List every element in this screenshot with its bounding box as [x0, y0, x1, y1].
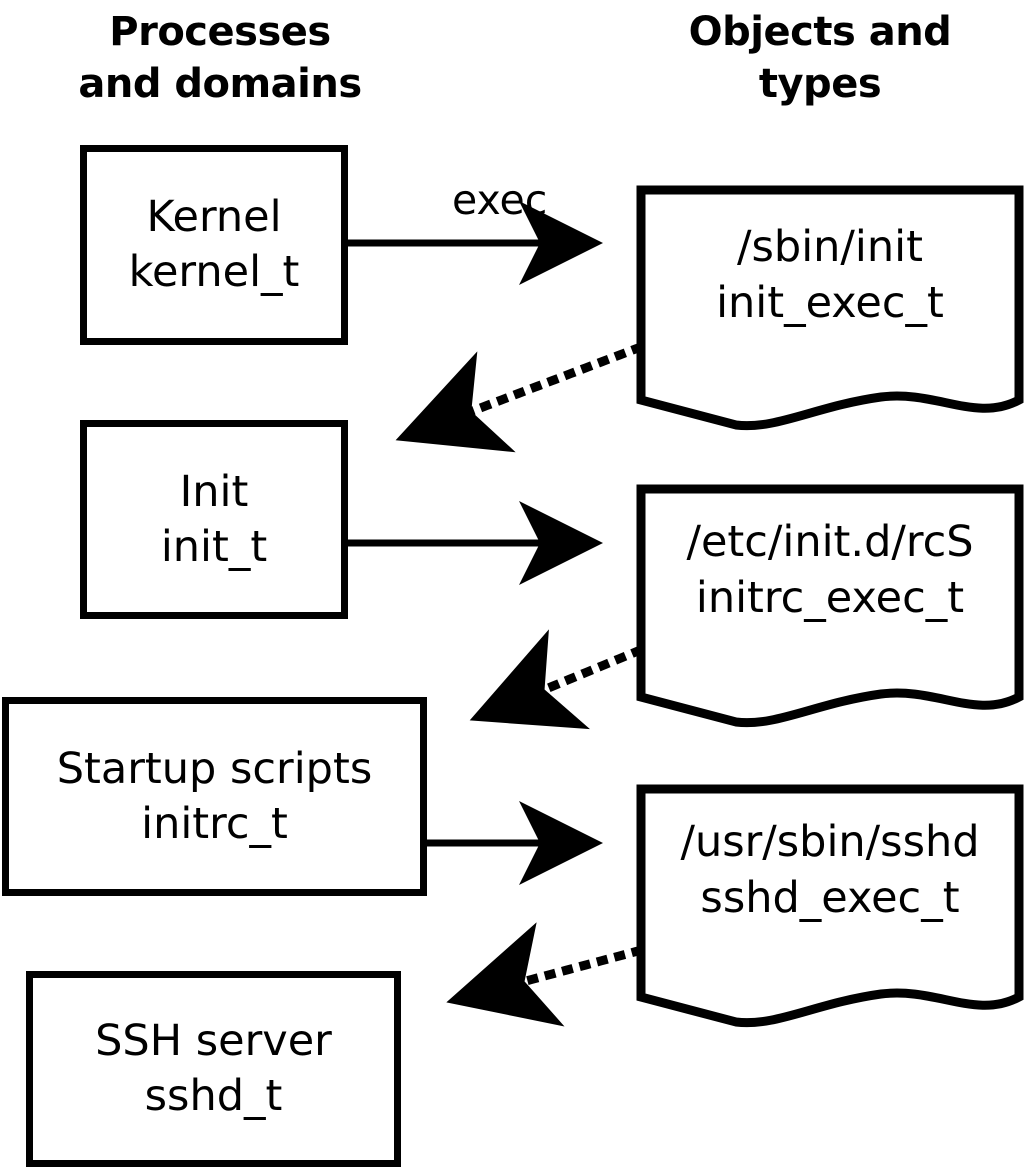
process-node-init-type: init_t: [160, 521, 268, 572]
object-node-initrc_exec[interactable]: /etc/init.d/rcS initrc_exec_t: [636, 484, 1024, 732]
process-node-initrc[interactable]: Startup scripts initrc_t: [2, 697, 427, 896]
document-shape-icon: [636, 484, 1024, 728]
object-node-sshd_exec-path: /usr/sbin/sshd: [680, 817, 980, 867]
process-node-initrc-type: initrc_t: [141, 798, 288, 849]
column-header-objects-line1: Objects and: [688, 9, 952, 55]
process-node-sshd-type: sshd_t: [144, 1071, 283, 1121]
column-header-processes: Processes and domains: [30, 6, 410, 110]
object-node-initrc_exec-path: /etc/init.d/rcS: [686, 517, 974, 567]
object-node-sshd_exec-type: sshd_exec_t: [700, 873, 960, 923]
process-node-init-name: Init: [179, 466, 249, 517]
object-node-init_exec[interactable]: /sbin/init init_exec_t: [636, 185, 1024, 435]
object-node-initrc_exec-labels: /etc/init.d/rcS initrc_exec_t: [636, 514, 1024, 626]
process-node-sshd-name: SSH server: [95, 1016, 332, 1066]
edge-init_exec-transition-init: [395, 342, 644, 453]
object-node-init_exec-path: /sbin/init: [737, 222, 923, 272]
process-node-init[interactable]: Init init_t: [80, 420, 348, 619]
document-shape-icon: [636, 185, 1024, 431]
object-node-initrc_exec-type: initrc_exec_t: [695, 573, 965, 623]
column-header-processes-line1: Processes: [109, 9, 331, 55]
process-node-kernel[interactable]: Kernel kernel_t: [80, 145, 348, 345]
object-node-sshd_exec-labels: /usr/sbin/sshd sshd_exec_t: [636, 814, 1024, 926]
column-header-objects-line2: types: [758, 61, 882, 107]
object-node-init_exec-labels: /sbin/init init_exec_t: [636, 219, 1024, 331]
process-node-initrc-name: Startup scripts: [56, 743, 373, 794]
column-header-objects: Objects and types: [620, 6, 1020, 110]
edge-label-exec: exec: [452, 176, 548, 224]
process-node-sshd[interactable]: SSH server sshd_t: [26, 971, 401, 1167]
edge-initrc_exec-transition-initrc: [469, 629, 644, 730]
column-header-processes-line2: and domains: [78, 61, 362, 107]
object-node-sshd_exec[interactable]: /usr/sbin/sshd sshd_exec_t: [636, 784, 1024, 1032]
process-node-kernel-name: Kernel: [146, 192, 282, 242]
edge-sshd_exec-transition-sshd: [446, 922, 644, 1027]
document-shape-icon: [636, 784, 1024, 1028]
object-node-init_exec-type: init_exec_t: [716, 278, 944, 328]
process-node-kernel-type: kernel_t: [128, 247, 300, 297]
